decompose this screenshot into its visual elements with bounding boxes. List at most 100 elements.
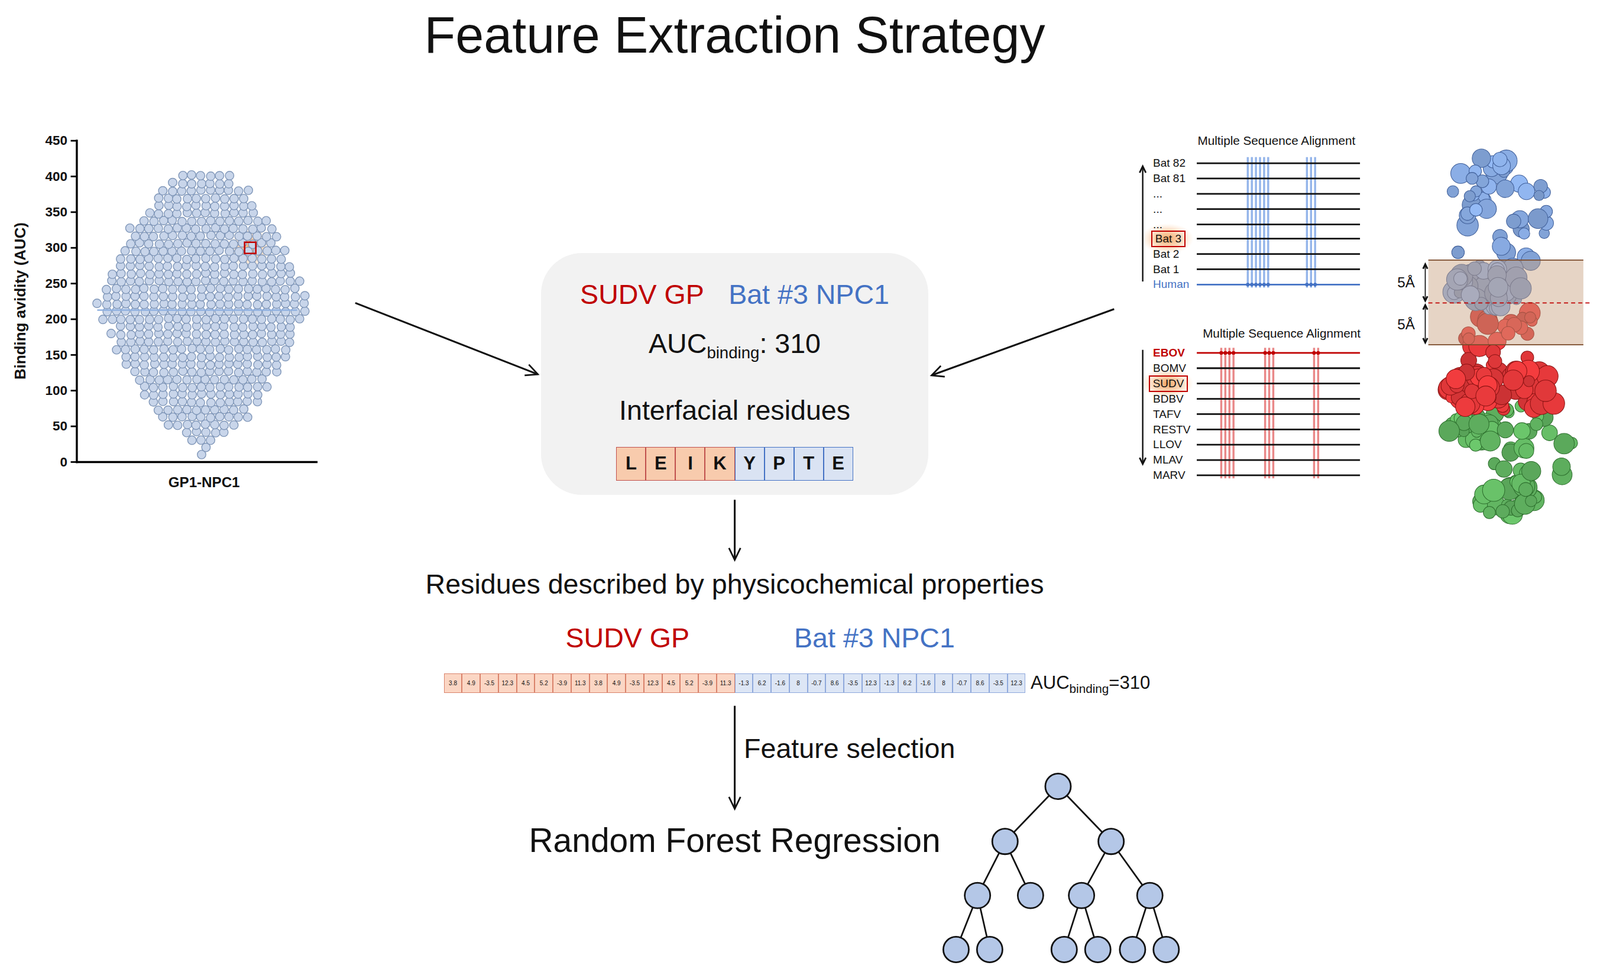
feature-cell: 4.5 — [516, 673, 536, 693]
data-point — [238, 224, 248, 233]
alignment-mark — [1227, 351, 1232, 355]
sequence-name: BDBV — [1152, 392, 1184, 406]
distance-arrow-head — [1423, 305, 1428, 310]
feature-value: 8 — [796, 679, 800, 688]
tree-node — [1098, 828, 1125, 855]
data-point — [182, 269, 191, 278]
data-point — [163, 329, 173, 339]
feature-value: 12.3 — [1010, 679, 1022, 688]
data-point — [159, 344, 168, 353]
feature-value: 5.2 — [685, 679, 694, 688]
feature-cell: 12.3 — [1007, 673, 1026, 693]
data-point — [224, 292, 233, 301]
alignment-column — [1254, 157, 1257, 288]
distance-label: 5Å — [1397, 274, 1415, 291]
alignment-mark — [1254, 282, 1258, 287]
data-point — [206, 283, 215, 293]
feature-value: 8 — [941, 679, 946, 688]
data-point — [300, 291, 309, 300]
data-point — [197, 179, 206, 188]
data-point — [169, 397, 178, 406]
data-point — [219, 239, 229, 248]
distance-label: 5Å — [1397, 316, 1415, 333]
axis-tick-label: 200 — [44, 311, 67, 327]
data-point — [196, 435, 206, 445]
data-point — [248, 269, 257, 278]
data-point — [154, 376, 164, 385]
axis-tick — [70, 247, 77, 249]
data-point — [266, 322, 275, 332]
feature-cell: -1.3 — [879, 673, 899, 693]
data-point — [214, 292, 223, 301]
data-point — [144, 261, 154, 271]
selected-point — [244, 242, 257, 254]
data-point — [116, 315, 125, 324]
feature-cell: 6.2 — [898, 673, 917, 693]
comparison-panel: SUDV GPBat #3 NPC1AUCbinding: 310Interfa… — [541, 253, 929, 495]
protein-surface — [1523, 375, 1535, 387]
residue-letter: Y — [743, 452, 756, 475]
data-point — [163, 270, 173, 279]
data-point — [102, 285, 111, 294]
data-point — [290, 307, 300, 316]
data-point — [173, 322, 183, 331]
feature-cell: 6.2 — [752, 673, 772, 693]
axis-tick — [70, 425, 77, 428]
protein-surface — [1446, 368, 1466, 389]
data-point — [281, 307, 290, 316]
data-point — [164, 240, 173, 249]
data-point — [201, 194, 210, 203]
data-point — [158, 284, 167, 293]
data-point — [125, 315, 135, 324]
data-point — [197, 284, 206, 294]
sequence-line — [1196, 367, 1360, 369]
target-value: =310 — [1108, 672, 1151, 694]
feature-value: 12.3 — [501, 679, 514, 688]
data-point — [261, 299, 271, 309]
data-point — [196, 398, 205, 407]
alignment-column — [1247, 157, 1249, 288]
feature-cell: 8.6 — [970, 673, 990, 693]
protein-structure — [1423, 149, 1592, 525]
x-axis — [75, 461, 318, 463]
feature-value: -1.6 — [775, 679, 786, 688]
data-point — [267, 254, 276, 264]
data-point — [230, 194, 239, 203]
sequence-line — [1196, 459, 1360, 462]
axis-tick-label: 50 — [52, 418, 68, 434]
sequence-line — [1196, 208, 1360, 210]
residue-letter: E — [654, 452, 667, 475]
sequence-line — [1196, 397, 1360, 400]
data-point — [244, 186, 253, 195]
protein-surface — [1438, 420, 1460, 442]
data-point — [215, 171, 224, 180]
data-point — [182, 375, 191, 384]
data-point — [258, 270, 267, 279]
distance-arrow — [1424, 305, 1427, 343]
data-point — [220, 194, 229, 203]
data-point — [211, 254, 220, 264]
protein-surface — [1497, 421, 1514, 438]
feature-value: -3.5 — [484, 679, 495, 688]
data-point — [267, 277, 276, 286]
model-name: Random Forest Regression — [528, 821, 941, 860]
feature-value: 5.2 — [539, 679, 549, 688]
residue-box: K — [704, 447, 735, 481]
residue-letter: P — [772, 452, 786, 475]
feature-value: -1.3 — [738, 679, 749, 688]
flow-arrow — [355, 302, 539, 375]
protein-surface — [1518, 482, 1534, 497]
sequence-line — [1196, 253, 1360, 255]
data-point — [210, 375, 219, 384]
feature-value: 4.9 — [612, 679, 621, 688]
axis-tick-label: 400 — [44, 169, 67, 185]
residue-letter: I — [687, 452, 693, 475]
data-point — [125, 224, 134, 233]
distance-arrow-head — [1423, 264, 1428, 270]
flow-arrow — [931, 309, 1115, 376]
tree-node — [1153, 936, 1180, 963]
order-arrow — [1141, 166, 1143, 282]
data-point — [201, 239, 210, 248]
data-point — [182, 322, 191, 332]
data-point — [117, 277, 126, 286]
